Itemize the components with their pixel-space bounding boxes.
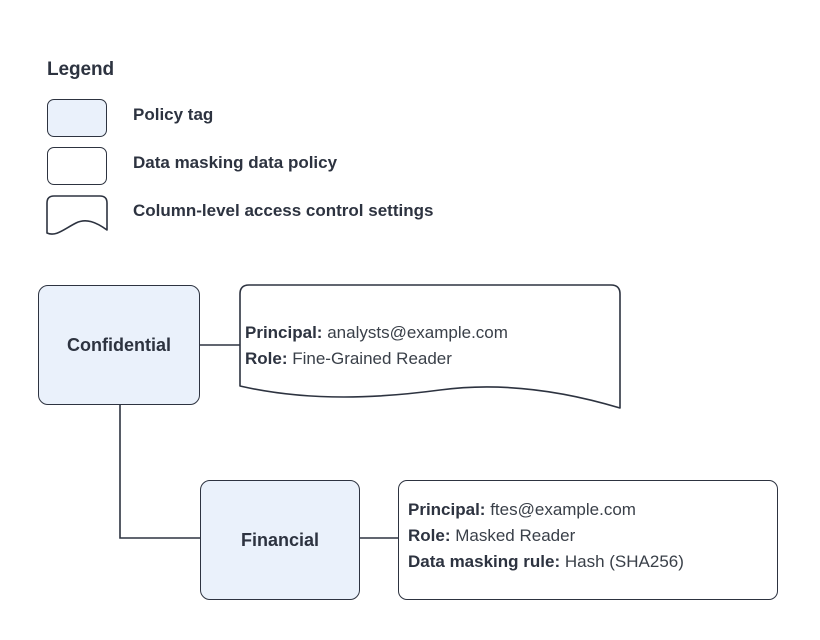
legend-swatch-column-acl-shape (46, 195, 108, 235)
callout-line-label: Data masking rule: (408, 552, 561, 571)
callout-line-value: Hash (SHA256) (564, 552, 684, 571)
callout-line-label: Role: (408, 526, 451, 545)
callout-line-label: Role: (245, 349, 288, 368)
callout-line-value: analysts@example.com (327, 323, 508, 342)
node-financial[interactable]: Financial (200, 480, 360, 600)
callout-line: Principal: analysts@example.com (245, 320, 508, 346)
callout-line-label: Principal: (408, 500, 486, 519)
financial-callout-text: Principal: ftes@example.com Role: Masked… (408, 497, 684, 575)
legend-title: Legend (47, 59, 114, 80)
legend-item-label-data-policy: Data masking data policy (133, 153, 338, 172)
confidential-callout-text: Principal: analysts@example.com Role: Fi… (245, 320, 508, 372)
callout-line-label: Principal: (245, 323, 323, 342)
callout-line: Principal: ftes@example.com (408, 497, 684, 523)
connector-confidential-financial (119, 405, 200, 539)
legend-swatch-column-acl-icon (47, 196, 107, 236)
confidential-callout-shape (239, 284, 621, 409)
legend-swatch-data-policy-icon (47, 147, 107, 185)
callout-line-value: ftes@example.com (490, 500, 636, 519)
callout-line: Data masking rule: Hash (SHA256) (408, 549, 684, 575)
callout-line-value: Masked Reader (455, 526, 576, 545)
node-confidential-label: Confidential (67, 334, 171, 355)
callout-line-value: Fine-Grained Reader (292, 349, 452, 368)
legend-swatch-policy-tag-icon (47, 99, 107, 137)
legend-item-label-policy-tag: Policy tag (133, 105, 214, 124)
legend-item-label-column-acl: Column-level access control settings (133, 201, 434, 220)
financial-callout-box (398, 480, 778, 600)
node-confidential[interactable]: Confidential (38, 285, 200, 405)
node-financial-label: Financial (240, 529, 320, 550)
callout-line: Role: Masked Reader (408, 523, 684, 549)
callout-line: Role: Fine-Grained Reader (245, 346, 508, 372)
